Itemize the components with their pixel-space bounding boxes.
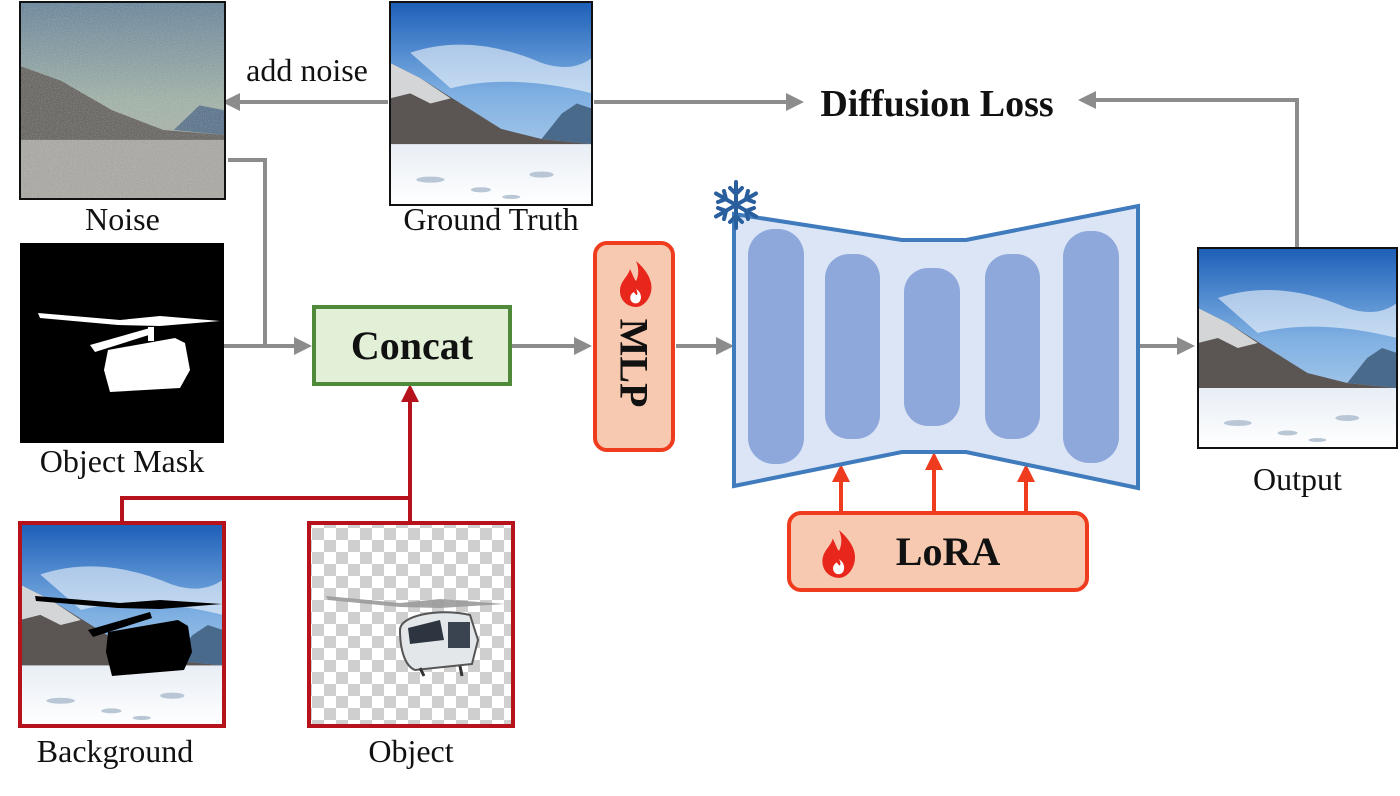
lora-block: LoRA — [787, 511, 1089, 592]
object-mask-label: Object Mask — [39, 443, 205, 479]
connector-arrows — [120, 91, 1299, 522]
flame-icon — [620, 261, 652, 307]
mlp-label: MLP — [611, 318, 657, 408]
output-image — [1197, 247, 1398, 449]
object-image — [307, 521, 515, 728]
diffusion-loss-label: Diffusion Loss — [820, 83, 1054, 125]
unet-blocks — [748, 229, 1119, 464]
snowflake-icon — [714, 180, 758, 230]
concat-block: Concat — [312, 305, 512, 386]
ground-truth-image — [389, 1, 593, 206]
background-label: Background — [36, 733, 194, 769]
object-label: Object — [368, 733, 454, 769]
mlp-block: MLP — [593, 241, 675, 452]
ground-truth-label: Ground Truth — [403, 201, 579, 237]
noise-label: Noise — [85, 201, 160, 237]
flame-icon — [822, 530, 856, 578]
noise-image — [19, 1, 226, 200]
output-label: Output — [1253, 461, 1342, 497]
concat-label: Concat — [350, 323, 474, 368]
unet-model — [732, 203, 1140, 491]
lora-label: LoRA — [895, 529, 1001, 574]
background-image — [18, 521, 226, 728]
add-noise-label: add noise — [246, 52, 368, 88]
object-mask-image — [20, 243, 224, 443]
